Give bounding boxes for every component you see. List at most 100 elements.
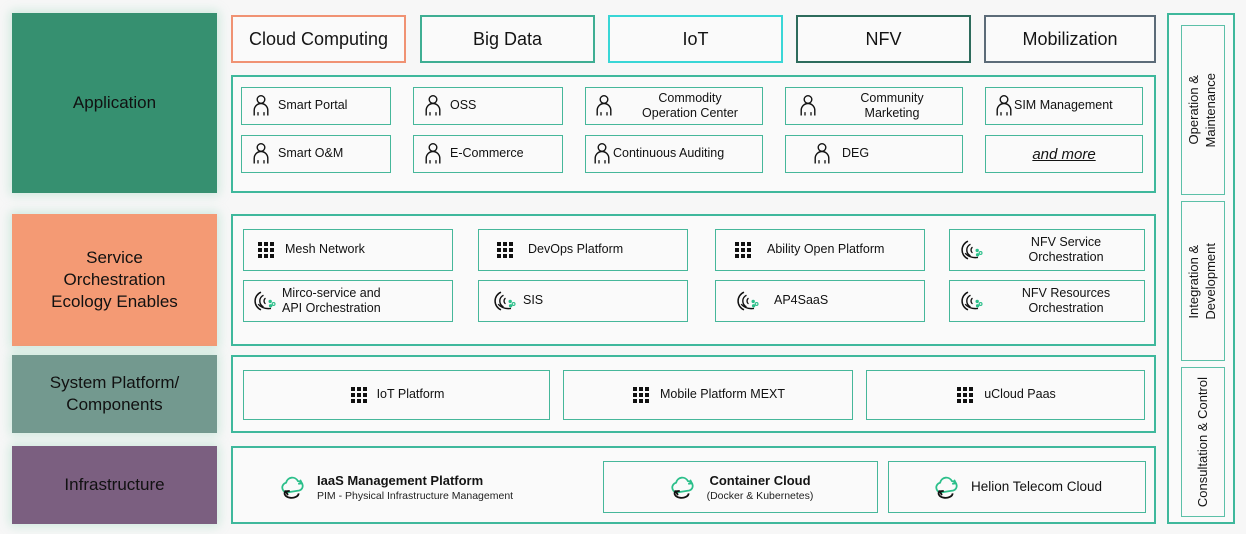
sidebar-panel: Operation & Maintenance Integration & De… [1167, 13, 1235, 524]
tile-label: Mesh Network [285, 242, 365, 257]
person-icon [596, 95, 612, 116]
person-icon [253, 95, 269, 116]
category-chip-iot[interactable]: IoT [608, 15, 783, 63]
app-tile-oss[interactable]: OSS [413, 87, 563, 125]
svc-tile-mesh-network[interactable]: Mesh Network [243, 229, 453, 271]
svc-tile-sis[interactable]: SIS [478, 280, 688, 322]
layer-label-system-platform[interactable]: System Platform/ Components [12, 355, 217, 433]
service-orchestration-tiles-panel: Mesh Network DevOps Platform Ability Ope… [231, 214, 1156, 346]
tile-label: SIS [523, 293, 544, 308]
svc-tile-ability-open-platform[interactable]: Ability Open Platform [715, 229, 925, 271]
tile-sublabel: PIM - Physical Infrastructure Management [317, 490, 514, 502]
sidebar-item-integration-development[interactable]: Integration & Development [1181, 201, 1225, 361]
grid-dots-icon [258, 242, 274, 258]
tile-label: Smart O&M [278, 146, 344, 161]
tile-label: IaaS Management Platform [317, 473, 484, 488]
layer-label-text: Infrastructure [64, 475, 165, 495]
grid-dots-icon [735, 242, 751, 258]
svc-tile-ap4saas[interactable]: AP4SaaS [715, 280, 925, 322]
app-tile-sim-management[interactable]: SIM Management [985, 87, 1143, 125]
category-chip-label: Big Data [472, 28, 543, 49]
sidebar-item-label: Operation & Maintenance [1186, 72, 1218, 148]
app-tile-community-marketing[interactable]: Community Marketing [785, 87, 963, 125]
tile-label: AP4SaaS [774, 293, 829, 308]
person-icon [996, 95, 1012, 116]
layer-label-application[interactable]: Application [12, 13, 217, 193]
grid-dots-icon [957, 387, 974, 403]
tile-label: Community Marketing [860, 90, 924, 120]
person-icon [814, 143, 830, 164]
sidebar-item-label: Consultation & Control [1194, 376, 1210, 508]
orchestration-icon [737, 291, 759, 311]
category-chip-label: Mobilization [1022, 28, 1118, 49]
infra-tile-helion-telecom-cloud[interactable]: Helion Telecom Cloud [888, 461, 1146, 513]
tile-label: DEG [842, 146, 870, 161]
svc-tile-nfv-resources-orchestration[interactable]: NFV Resources Orchestration [949, 280, 1145, 322]
app-tile-continuous-auditing[interactable]: Continuous Auditing [585, 135, 763, 173]
tile-label: Mirco-service and API Orchestration [282, 285, 381, 315]
sys-tile-mobile-platform-mext[interactable]: Mobile Platform MEXT [563, 370, 853, 420]
sys-tile-iot-platform[interactable]: IoT Platform [243, 370, 550, 420]
sidebar-item-consultation-control[interactable]: Consultation & Control [1181, 367, 1225, 517]
person-icon [253, 143, 269, 164]
application-tiles-panel: Smart Portal OSS Commodity Operation Cen… [231, 75, 1156, 193]
tile-label: Smart Portal [278, 98, 348, 113]
layer-label-text: System Platform/ Components [49, 373, 180, 414]
orchestration-icon [494, 291, 516, 311]
infrastructure-tiles-panel: IaaS Management Platform PIM - Physical … [231, 446, 1156, 524]
app-tile-smart-om[interactable]: Smart O&M [241, 135, 391, 173]
system-platform-tiles-panel: IoT Platform Mobile Platform MEXT uCloud… [231, 355, 1156, 433]
person-icon [800, 95, 816, 116]
tile-label: OSS [450, 98, 477, 113]
category-chip-nfv[interactable]: NFV [796, 15, 971, 63]
layer-label-text: Application [72, 93, 157, 113]
grid-dots-icon [497, 242, 513, 258]
tile-label: Commodity Operation Center [642, 90, 738, 120]
person-icon [425, 143, 441, 164]
sys-tile-ucloud-paas[interactable]: uCloud Paas [866, 370, 1145, 420]
infra-tile-container-cloud[interactable]: Container Cloud (Docker & Kubernetes) [603, 461, 878, 513]
tile-label: Mobile Platform MEXT [659, 387, 786, 402]
svc-tile-microservice-api-orchestration[interactable]: Mirco-service and API Orchestration [243, 280, 453, 322]
svc-tile-nfv-service-orchestration[interactable]: NFV Service Orchestration [949, 229, 1145, 271]
app-tile-deg[interactable]: DEG [785, 135, 963, 173]
category-chip-label: Cloud Computing [248, 28, 389, 49]
tile-label: SIM Management [1014, 98, 1113, 113]
orchestration-icon [961, 240, 983, 260]
category-chip-mobilization[interactable]: Mobilization [984, 15, 1156, 63]
sidebar-item-operation-maintenance[interactable]: Operation & Maintenance [1181, 25, 1225, 195]
layer-label-text: Service Orchestration Ecology Enables [51, 248, 178, 311]
orchestration-icon [961, 291, 983, 311]
layer-label-infrastructure[interactable]: Infrastructure [12, 446, 217, 524]
category-chip-big-data[interactable]: Big Data [420, 15, 595, 63]
tile-sublabel: (Docker & Kubernetes) [706, 490, 814, 502]
infra-tile-iaas-management-platform[interactable]: IaaS Management Platform PIM - Physical … [278, 464, 608, 510]
tile-label: DevOps Platform [528, 242, 624, 257]
tile-label: Container Cloud [709, 473, 811, 488]
tile-label: IoT Platform [376, 387, 445, 402]
app-tile-commodity-operation-center[interactable]: Commodity Operation Center [585, 87, 763, 125]
layer-label-service-orchestration[interactable]: Service Orchestration Ecology Enables [12, 214, 217, 346]
tile-label: Helion Telecom Cloud [970, 478, 1103, 494]
cloud-refresh-icon [281, 476, 304, 499]
tile-text-block: IaaS Management Platform PIM - Physical … [317, 472, 513, 502]
app-tile-and-more[interactable]: and more [985, 135, 1143, 173]
tile-label: and more [1032, 145, 1096, 163]
person-icon [425, 95, 441, 116]
tile-text-block: Container Cloud (Docker & Kubernetes) [707, 472, 814, 502]
person-icon [594, 143, 610, 164]
tile-label: NFV Service Orchestration [1028, 234, 1104, 264]
grid-dots-icon [632, 387, 649, 403]
category-chip-label: IoT [682, 28, 709, 49]
grid-dots-icon [350, 387, 367, 403]
cloud-refresh-icon [935, 476, 958, 499]
tile-label: uCloud Paas [984, 387, 1056, 402]
category-chip-cloud-computing[interactable]: Cloud Computing [231, 15, 406, 63]
app-tile-smart-portal[interactable]: Smart Portal [241, 87, 391, 125]
app-tile-e-commerce[interactable]: E-Commerce [413, 135, 563, 173]
tile-label: NFV Resources Orchestration [1021, 285, 1111, 315]
tile-label: E-Commerce [450, 146, 524, 161]
tile-label: Ability Open Platform [767, 242, 885, 257]
svc-tile-devops-platform[interactable]: DevOps Platform [478, 229, 688, 271]
sidebar-item-label: Integration & Development [1186, 242, 1218, 320]
